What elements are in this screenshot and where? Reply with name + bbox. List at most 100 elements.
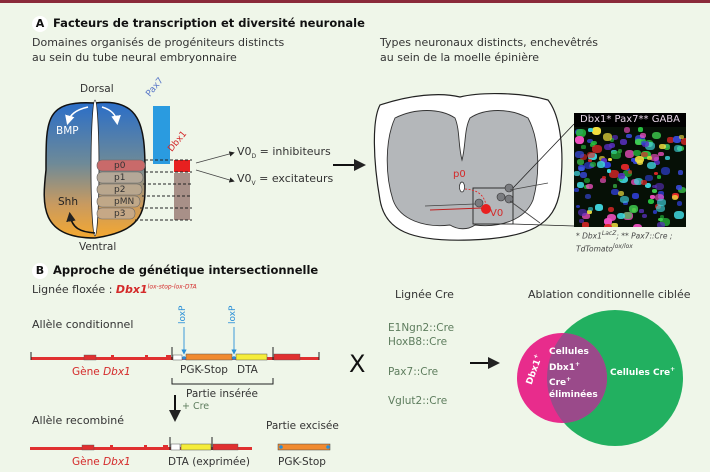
cell-speckle bbox=[654, 171, 659, 176]
cell-speckle bbox=[659, 143, 666, 149]
cell-speckle bbox=[612, 184, 617, 188]
cell-speckle bbox=[659, 214, 665, 219]
v0-axon bbox=[429, 207, 483, 211]
cell-speckle bbox=[577, 208, 588, 217]
cell-speckle bbox=[581, 145, 586, 149]
microscopy-image: Dbx1* Pax7** GABA bbox=[574, 113, 686, 227]
excised-fragment bbox=[277, 443, 331, 451]
recombined-allele-label: Allèle recombiné bbox=[32, 414, 125, 427]
cell-speckle bbox=[586, 151, 595, 158]
venn-int-line-1: Cellules bbox=[549, 347, 589, 357]
venn-int-line-3: Cre bbox=[549, 378, 567, 388]
cell-speckle bbox=[611, 151, 621, 159]
cell-speckle bbox=[674, 145, 683, 152]
cell-speckle bbox=[676, 185, 683, 190]
cell-speckle bbox=[648, 199, 655, 205]
venn-intersection bbox=[547, 333, 607, 423]
cord-p0-label: p0 bbox=[453, 169, 466, 180]
cell-speckle bbox=[608, 157, 613, 162]
cell-speckle bbox=[656, 175, 662, 179]
zoom-inset-box bbox=[472, 187, 514, 225]
cell-speckle bbox=[609, 169, 619, 178]
dorsal-label: Dorsal bbox=[80, 83, 114, 95]
conditional-allele-construct bbox=[30, 327, 320, 385]
cell-speckle bbox=[579, 172, 587, 179]
footnote-dbx1: * Dbx1 bbox=[576, 231, 602, 241]
cell-speckle bbox=[657, 221, 665, 227]
cell-speckle bbox=[645, 175, 653, 182]
cell-speckle bbox=[576, 158, 584, 165]
migration-path bbox=[464, 188, 487, 206]
domain-p2 bbox=[96, 183, 143, 196]
cell-speckle bbox=[585, 194, 592, 200]
gene-label-text-2: Gène bbox=[72, 456, 104, 468]
inset-connector-bottom bbox=[512, 223, 575, 227]
cell-speckle bbox=[676, 201, 683, 206]
inset-connector-top bbox=[512, 123, 575, 189]
cell-speckle bbox=[622, 201, 628, 205]
v0-neuron bbox=[481, 204, 491, 214]
cell-speckle bbox=[588, 158, 593, 163]
cell-speckle bbox=[583, 177, 591, 183]
cell-speckle bbox=[651, 132, 662, 140]
cell-speckle bbox=[640, 180, 647, 185]
bmp-arrow-left bbox=[65, 106, 89, 126]
cell-speckle bbox=[606, 213, 617, 222]
arrow-v0d bbox=[195, 151, 235, 164]
cell-speckle bbox=[579, 219, 585, 224]
domain-label-p1: p1 bbox=[114, 173, 126, 183]
cell-speckle bbox=[674, 211, 684, 220]
cell-speckle bbox=[650, 195, 656, 200]
cell-speckle bbox=[646, 162, 656, 170]
cell-speckle bbox=[600, 178, 607, 183]
venn-int-plus-1: + bbox=[574, 360, 581, 368]
venn-int-line-4: éliminées bbox=[549, 389, 598, 400]
cell-speckle bbox=[582, 222, 589, 227]
cre-line-3: Pax7::Cre bbox=[388, 366, 439, 378]
cell-speckle bbox=[596, 160, 606, 168]
pgk-stop-label-2: PGK-Stop bbox=[278, 456, 326, 468]
cell-speckle bbox=[587, 138, 594, 144]
loxp-label-2: loxP bbox=[228, 305, 238, 324]
footnote-pax7: ; ** Pax7::Cre ; bbox=[616, 231, 673, 241]
cell-speckle bbox=[620, 195, 630, 203]
cell-speckle bbox=[608, 142, 615, 148]
cell-speckle bbox=[577, 165, 585, 171]
venn-intersection-label: Cellules Dbx1+ Cre+ éliminées bbox=[549, 347, 598, 401]
cre-line-title: Lignée Cre bbox=[395, 288, 454, 301]
venn-cre-text: Cellules Cre bbox=[610, 368, 671, 378]
cell-speckle bbox=[622, 211, 633, 220]
cell-speckle bbox=[652, 189, 658, 194]
cre-line-2: HoxB8::Cre bbox=[388, 336, 448, 348]
cell-speckle bbox=[654, 194, 664, 202]
cell-speckle bbox=[640, 140, 647, 146]
cell-speckle bbox=[641, 151, 648, 158]
cell-speckle bbox=[575, 151, 584, 158]
cell-speckle bbox=[611, 134, 618, 140]
gene-dbx1-label: Gène Dbx1 bbox=[72, 366, 131, 378]
venn-cre-plus: + bbox=[670, 366, 676, 373]
microscopy-title: Dbx1* Pax7** GABA bbox=[574, 113, 686, 127]
v0d-sub: D bbox=[251, 153, 257, 161]
gene-label-text: Gène bbox=[72, 366, 104, 378]
right-subtitle-line-2: au sein de la moelle épinière bbox=[380, 51, 540, 64]
cre-line-4: Vglut2::Cre bbox=[388, 395, 448, 407]
spinal-cord bbox=[373, 92, 575, 241]
excised-part-label: Partie excisée bbox=[266, 420, 339, 432]
cell-speckle bbox=[639, 209, 644, 213]
cell-speckle bbox=[586, 209, 592, 214]
cell-speckle bbox=[623, 127, 631, 133]
left-subtitle-line-2: au sein du tube neural embryonnaire bbox=[32, 51, 237, 64]
cell-speckle bbox=[601, 175, 607, 180]
cell-speckle bbox=[602, 162, 611, 169]
v0v-sub: V bbox=[251, 180, 256, 188]
v0v-label: V0V = excitateurs bbox=[237, 172, 333, 187]
cell-speckle bbox=[592, 145, 602, 153]
cell-speckle bbox=[624, 150, 635, 158]
cell-speckle bbox=[634, 155, 644, 164]
cell-speckle bbox=[574, 136, 585, 145]
cell-speckle bbox=[677, 170, 684, 175]
cell-speckle bbox=[664, 155, 670, 160]
top-border bbox=[0, 0, 710, 3]
